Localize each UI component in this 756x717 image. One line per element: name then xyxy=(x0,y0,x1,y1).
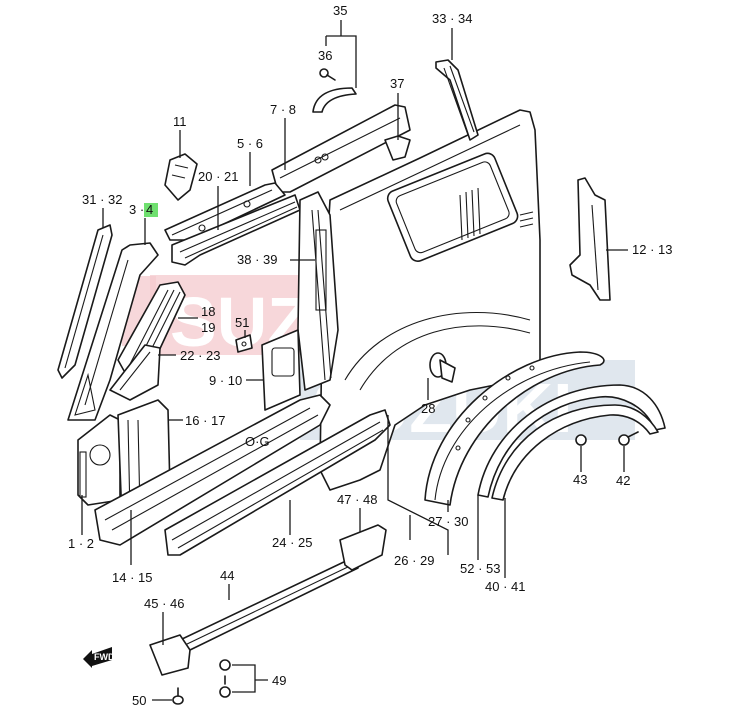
callout-35[interactable]: 35 xyxy=(333,3,347,18)
callout-44[interactable]: 44 xyxy=(220,568,234,583)
part-45-46-cap[interactable] xyxy=(149,634,191,676)
callout-36[interactable]: 36 xyxy=(318,48,332,63)
callout-47-48[interactable]: 47 · 48 xyxy=(337,492,377,507)
callout-37[interactable]: 37 xyxy=(390,76,404,91)
part-5-6[interactable] xyxy=(164,182,286,241)
callout-27-30[interactable]: 27 · 30 xyxy=(428,514,468,529)
part-24-25[interactable] xyxy=(164,409,391,556)
callout-5-6[interactable]: 5 · 6 xyxy=(237,136,263,151)
callout-1-2[interactable]: 1 · 2 xyxy=(68,536,94,551)
callout-45-46[interactable]: 45 · 46 xyxy=(144,596,184,611)
callout-20-21[interactable]: 20 · 21 xyxy=(198,169,238,184)
callout-38-39[interactable]: 38 · 39 xyxy=(237,252,277,267)
callouts: 35 36 33 · 34 37 7 · 8 11 5 · 6 20 · 21 … xyxy=(68,3,672,708)
part-31-32[interactable] xyxy=(57,224,113,379)
part-38-39[interactable] xyxy=(297,191,339,391)
callout-11[interactable]: 11 xyxy=(173,114,187,129)
callout-50[interactable]: 50 xyxy=(132,693,146,708)
part-49-fasteners[interactable] xyxy=(219,659,231,698)
callout-33-34[interactable]: 33 · 34 xyxy=(432,11,472,26)
callout-19[interactable]: 19 xyxy=(201,320,215,335)
part-9-10[interactable] xyxy=(261,329,301,411)
part-3-4[interactable] xyxy=(67,242,159,421)
callout-18[interactable]: 18 xyxy=(201,304,215,319)
callout-28[interactable]: 28 xyxy=(421,401,435,416)
part-44-moulding[interactable] xyxy=(179,559,359,651)
stamped-mark: O·G xyxy=(245,434,270,449)
callout-49[interactable]: 49 xyxy=(272,673,286,688)
callout-3[interactable]: 3 · xyxy=(129,202,144,217)
callout-4-highlight xyxy=(144,203,158,217)
part-14-15[interactable]: O·G xyxy=(94,394,331,546)
quarter-panel[interactable] xyxy=(319,109,541,491)
part-50-fastener[interactable] xyxy=(172,687,184,705)
part-52-53-flare[interactable] xyxy=(477,384,666,498)
callout-31-32[interactable]: 31 · 32 xyxy=(82,192,122,207)
callout-52-53[interactable]: 52 · 53 xyxy=(460,561,500,576)
callout-43[interactable]: 43 xyxy=(573,472,587,487)
callout-12-13[interactable]: 12 · 13 xyxy=(632,242,672,257)
part-28-clip[interactable] xyxy=(429,352,456,383)
part-42-screw[interactable] xyxy=(618,431,639,446)
part-43-nut[interactable] xyxy=(575,434,587,446)
callout-24-25[interactable]: 24 · 25 xyxy=(272,535,312,550)
part-12-13[interactable] xyxy=(569,177,611,301)
part-35-handle[interactable] xyxy=(312,87,357,113)
callout-51[interactable]: 51 xyxy=(235,315,249,330)
part-33-34[interactable] xyxy=(435,59,479,141)
part-27-30-liner[interactable] xyxy=(424,351,605,506)
callout-26-29[interactable]: 26 · 29 xyxy=(394,553,434,568)
callout-4[interactable]: 4 xyxy=(146,202,153,217)
part-36-bolt[interactable] xyxy=(319,68,336,81)
callout-40-41[interactable]: 40 · 41 xyxy=(485,579,525,594)
callout-7-8[interactable]: 7 · 8 xyxy=(270,102,296,117)
fwd-arrow-icon: FWD xyxy=(83,647,115,668)
callout-42[interactable]: 42 xyxy=(616,473,630,488)
part-40-41-flare[interactable] xyxy=(491,404,659,501)
part-37[interactable] xyxy=(384,135,411,161)
part-47-48-cap[interactable] xyxy=(339,524,387,571)
callout-22-23[interactable]: 22 · 23 xyxy=(180,348,220,363)
part-22-23[interactable] xyxy=(109,344,161,401)
svg-text:FWD: FWD xyxy=(94,652,115,662)
leader-lines xyxy=(81,20,628,701)
part-11[interactable] xyxy=(164,153,198,201)
part-20-21[interactable] xyxy=(171,194,301,266)
callout-16-17[interactable]: 16 · 17 xyxy=(185,413,225,428)
part-1-2[interactable] xyxy=(77,414,121,506)
callout-14-15[interactable]: 14 · 15 xyxy=(112,570,152,585)
callout-9-10[interactable]: 9 · 10 xyxy=(209,373,242,388)
